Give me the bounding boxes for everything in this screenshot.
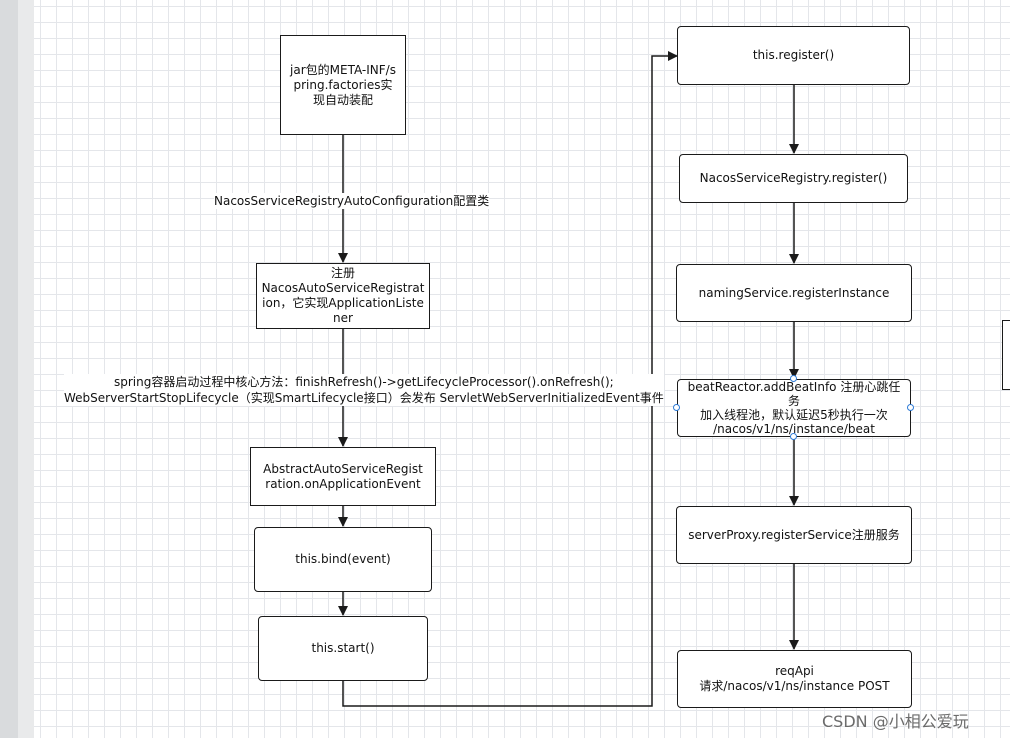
node-server-proxy-register-service[interactable]: serverProxy.registerService注册服务 <box>676 506 912 564</box>
selection-handle-left[interactable] <box>673 404 680 411</box>
edge-label-auto-configuration[interactable]: NacosServiceRegistryAutoConfiguration配置类 <box>214 193 490 209</box>
sidebar-scroll-track[interactable] <box>18 0 34 738</box>
node-this-register[interactable]: this.register() <box>677 26 910 85</box>
node-this-start[interactable]: this.start() <box>258 616 428 681</box>
selection-handle-top[interactable] <box>790 375 797 382</box>
csdn-watermark: CSDN @小相公爱玩 <box>822 712 969 731</box>
node-naming-service-register-instance[interactable]: namingService.registerInstance <box>676 264 912 322</box>
node-req-api[interactable]: reqApi 请求/nacos/v1/ns/instance POST <box>677 650 912 708</box>
node-nacos-service-registry-register[interactable]: NacosServiceRegistry.register() <box>679 154 908 203</box>
node-jar-spring-factories[interactable]: jar包的META-INF/spring.factories实现自动装配 <box>280 35 406 135</box>
node-register-nacos-auto-service-registration[interactable]: 注册 NacosAutoServiceRegistration，它实现Appli… <box>256 263 430 329</box>
node-abstract-on-application-event[interactable]: AbstractAutoServiceRegistration.onApplic… <box>250 447 436 506</box>
node-this-bind-event[interactable]: this.bind(event) <box>254 527 432 592</box>
left-sidebar-rail <box>0 0 34 738</box>
edge-start-to-this-register <box>342 51 678 707</box>
diagram-canvas[interactable] <box>34 0 1010 738</box>
partial-offscreen-node[interactable] <box>1002 320 1010 390</box>
edge-label-spring-refresh[interactable]: spring容器启动过程中核心方法：finishRefresh()->getLi… <box>64 374 664 406</box>
selection-handle-bottom[interactable] <box>790 433 797 440</box>
node-beat-reactor-add-beat-info[interactable]: beatReactor.addBeatInfo 注册心跳任务 加入线程池，默认延… <box>677 379 911 437</box>
selection-handle-right[interactable] <box>907 404 914 411</box>
